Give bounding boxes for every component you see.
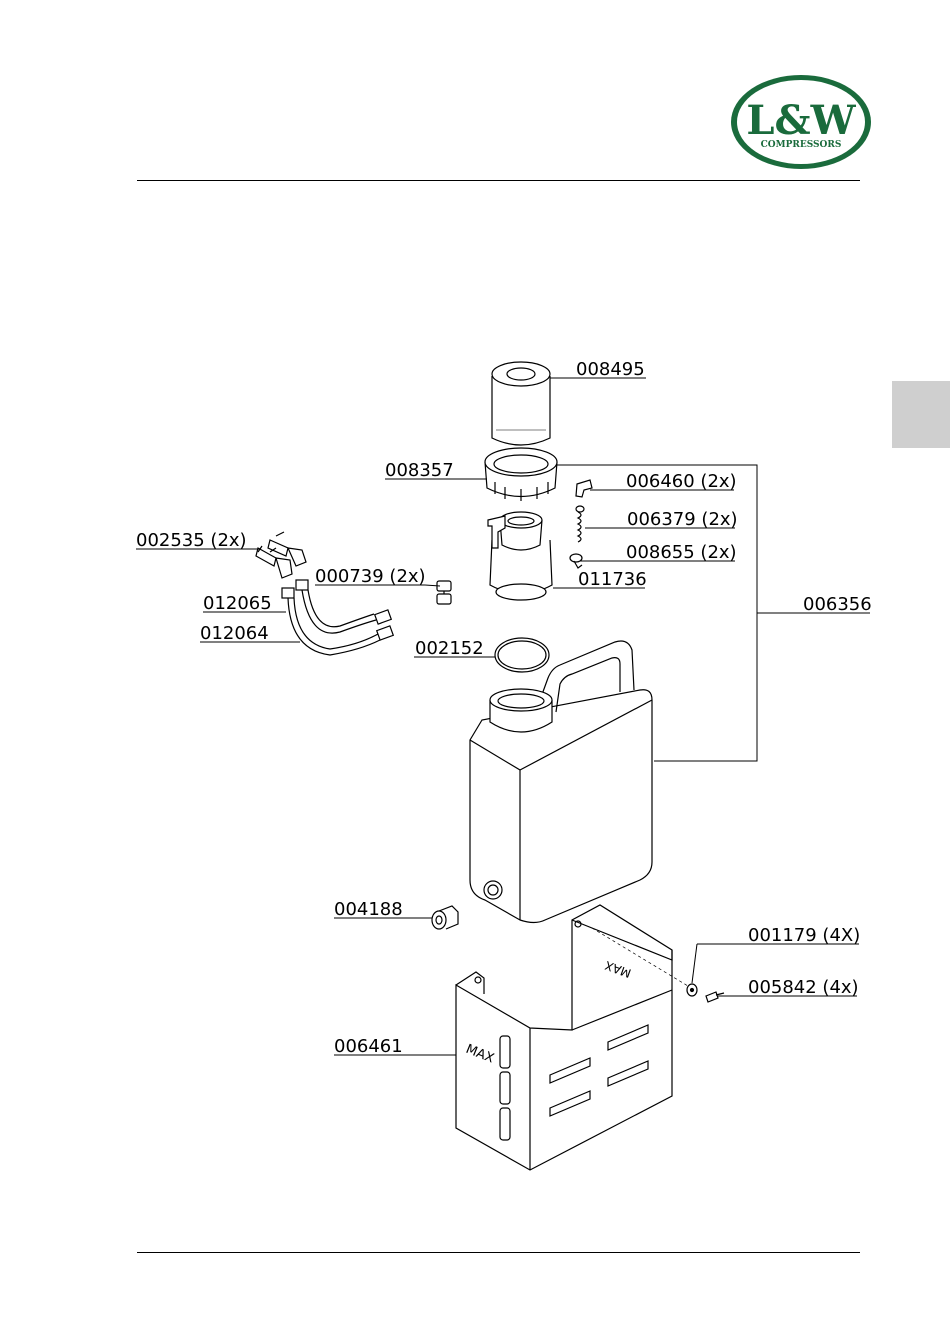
label-006356: 006356 xyxy=(803,594,872,615)
elbow-fittings xyxy=(256,532,306,578)
label-001179: 001179 (4X) xyxy=(748,925,860,946)
drain-plug xyxy=(432,906,458,929)
label-008655: 008655 (2x) xyxy=(626,542,737,563)
label-005842: 005842 (4x) xyxy=(748,977,859,998)
label-002152: 002152 xyxy=(415,638,484,659)
label-002535: 002535 (2x) xyxy=(136,530,247,551)
label-000739: 000739 (2x) xyxy=(315,566,426,587)
hoses xyxy=(282,580,393,655)
label-008495: 008495 xyxy=(576,359,645,380)
ring-nut xyxy=(485,448,557,501)
o-ring xyxy=(495,638,549,672)
connectors xyxy=(437,581,451,604)
label-006460: 006460 (2x) xyxy=(626,471,737,492)
label-006461: 006461 xyxy=(334,1036,403,1057)
label-012064: 012064 xyxy=(200,623,269,644)
label-008357: 008357 xyxy=(385,460,454,481)
label-011736: 011736 xyxy=(578,569,647,590)
filter-element xyxy=(492,362,550,445)
screw xyxy=(706,992,724,1002)
oil-canister xyxy=(470,641,652,923)
canister-bracket xyxy=(456,905,672,1170)
separator-head xyxy=(488,512,552,600)
label-012065: 012065 xyxy=(203,593,272,614)
label-006379: 006379 (2x) xyxy=(627,509,738,530)
small-hardware xyxy=(570,480,592,568)
label-004188: 004188 xyxy=(334,899,403,920)
